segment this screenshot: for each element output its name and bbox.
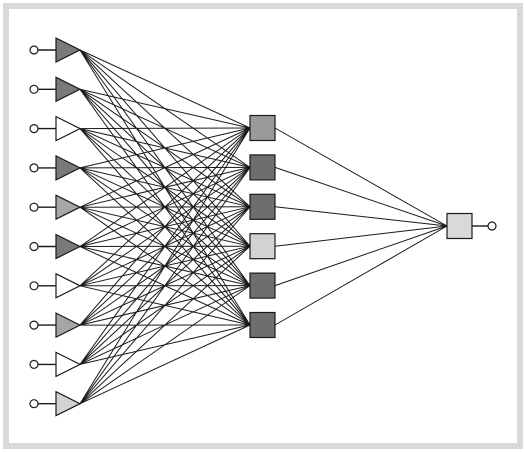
input-node-4 xyxy=(55,154,82,181)
diagram-frame xyxy=(3,3,523,449)
input-terminal-6 xyxy=(29,241,39,252)
hidden-node-1 xyxy=(249,114,276,142)
edge-input-1-hidden-1 xyxy=(79,49,251,129)
input-terminal-3 xyxy=(29,124,39,134)
input-terminal-10 xyxy=(29,399,39,409)
edge-input-3-hidden-1 xyxy=(79,127,251,130)
input-terminal-9 xyxy=(29,359,39,369)
edge-input-10-hidden-1 xyxy=(79,127,251,404)
edge-hidden-6-output xyxy=(274,225,448,326)
input-node-10 xyxy=(55,390,82,417)
input-node-8 xyxy=(55,312,82,339)
edge-input-10-hidden-4 xyxy=(79,245,251,405)
edge-hidden-5-output xyxy=(274,225,448,287)
input-node-5 xyxy=(55,194,82,221)
edge-input-10-hidden-6 xyxy=(79,324,251,405)
input-terminal-8 xyxy=(29,320,39,330)
input-node-7 xyxy=(55,272,82,299)
connections xyxy=(79,49,448,405)
hidden-node-5 xyxy=(249,272,276,299)
edge-hidden-4-output xyxy=(274,225,448,247)
edge-hidden-2-output xyxy=(274,166,448,227)
edge-input-10-hidden-5 xyxy=(79,285,251,405)
input-node-2 xyxy=(55,76,82,103)
input-terminal-5 xyxy=(29,202,39,212)
input-terminal-4 xyxy=(29,163,39,173)
edge-input-8-hidden-1 xyxy=(79,127,251,326)
edge-input-10-hidden-2 xyxy=(79,167,251,404)
edge-input-9-hidden-1 xyxy=(79,127,251,365)
input-node-3 xyxy=(55,115,82,142)
edge-input-7-hidden-1 xyxy=(79,127,251,287)
input-terminal-7 xyxy=(29,281,39,291)
input-terminal-1 xyxy=(29,45,39,55)
edge-input-10-hidden-3 xyxy=(79,206,251,405)
edge-input-6-hidden-1 xyxy=(79,127,251,247)
edge-input-5-hidden-1 xyxy=(79,127,251,208)
input-terminal-2 xyxy=(29,84,39,94)
hidden-node-6 xyxy=(249,311,276,339)
input-node-9 xyxy=(55,351,82,378)
output-node xyxy=(446,212,473,240)
edge-hidden-3-output xyxy=(274,206,448,227)
hidden-node-2 xyxy=(249,154,276,181)
edge-hidden-1-output xyxy=(274,127,448,227)
hidden-node-4 xyxy=(249,233,276,260)
edge-input-2-hidden-1 xyxy=(79,88,251,129)
nodes xyxy=(55,37,473,417)
input-node-1 xyxy=(55,37,82,63)
edge-input-4-hidden-1 xyxy=(79,127,251,169)
hidden-node-3 xyxy=(249,193,276,220)
output-terminal xyxy=(487,221,497,231)
input-node-6 xyxy=(55,233,82,260)
input-leads xyxy=(29,45,497,409)
